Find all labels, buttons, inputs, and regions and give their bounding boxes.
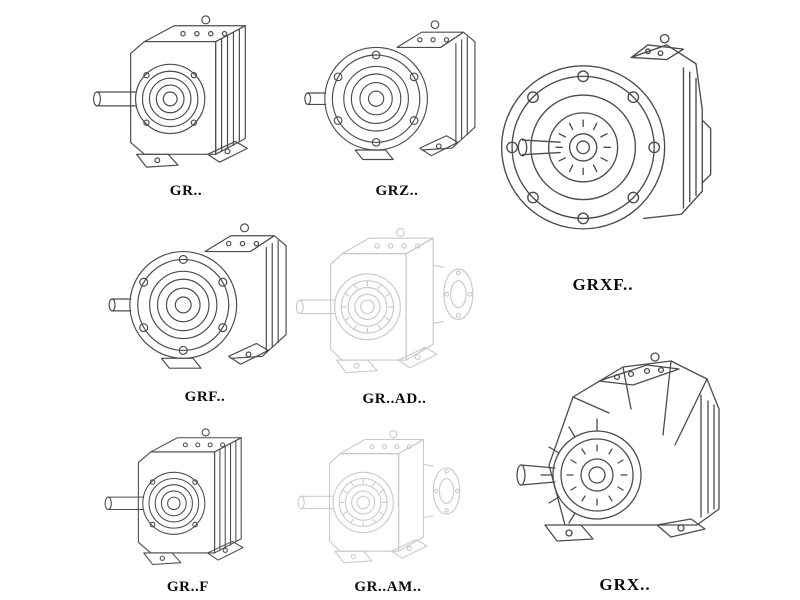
figure-gr-ad: GR..AD.. (292, 216, 497, 410)
label-grz: GRZ.. (375, 183, 419, 199)
grx-large-foot-reducer-illustration (505, 300, 745, 574)
label-grx: GRX.. (599, 575, 651, 594)
figure-gr-f: GR..F (88, 420, 288, 598)
figure-gr: GR.. (86, 6, 286, 202)
figure-grxf: GRXF.. (487, 4, 719, 296)
label-gr-ad: GR..AD.. (362, 391, 427, 407)
gr-ad-adapter-reducer-illustration (292, 216, 497, 388)
figure-gr-am: GR..AM.. (288, 420, 488, 598)
grf-flange-reducer-illustration (100, 212, 310, 386)
grz-flange-reducer-illustration (302, 6, 492, 180)
label-grxf: GRXF.. (572, 275, 634, 294)
label-gr-f: GR..F (166, 579, 210, 595)
gr-foot-mounted-reducer-illustration (86, 6, 286, 180)
figure-grf: GRF.. (100, 212, 310, 408)
figure-grx: GRX.. (505, 300, 745, 596)
gr-am-adapter-reducer-illustration (288, 420, 488, 576)
label-grf: GRF.. (184, 389, 226, 405)
grxf-large-flange-reducer-illustration (487, 4, 719, 274)
label-gr: GR.. (169, 183, 203, 199)
gr-f-foot-mounted-reducer-illustration (88, 420, 288, 576)
label-gr-am: GR..AM.. (354, 579, 422, 595)
figure-grz: GRZ.. (302, 6, 492, 202)
